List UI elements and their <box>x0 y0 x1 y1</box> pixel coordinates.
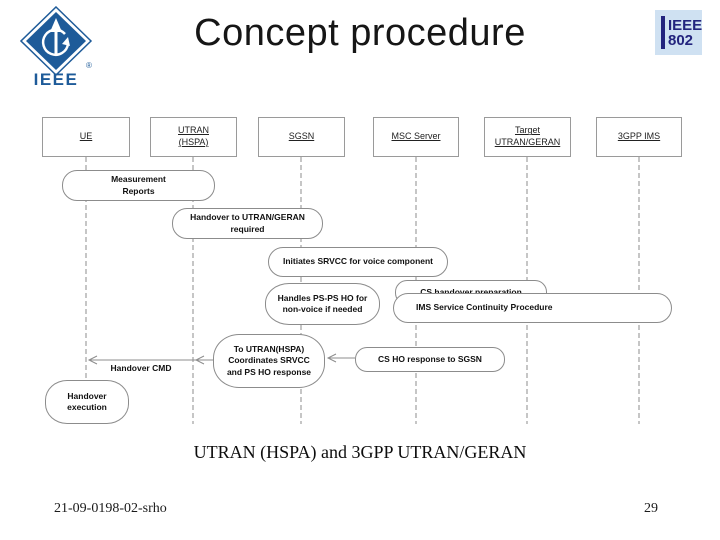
page-number: 29 <box>644 501 658 516</box>
step-handover-execution: Handover execution <box>45 380 129 424</box>
ieee-logo-icon: ® IEEE <box>20 6 93 86</box>
step-handles-ps-ps-ho: Handles PS-PS HO for non-voice if needed <box>265 283 380 325</box>
slide-caption: UTRAN (HSPA) and 3GPP UTRAN/GERAN <box>193 442 527 462</box>
document-number: 21-09-0198-02-srho <box>54 501 167 516</box>
badge-line1: IEEE <box>668 17 703 34</box>
step-cs-ho-response: CS HO response to SGSN <box>355 347 505 372</box>
ieee-802-badge: IEEE 802 <box>655 10 702 55</box>
step-to-utran-coordinates: To UTRAN(HSPA) Coordinates SRVCC and PS … <box>213 334 325 388</box>
ieee-logo-label: IEEE <box>34 70 79 86</box>
actor-utran-hspa: UTRAN (HSPA) <box>150 117 237 157</box>
handover-cmd-label: Handover CMD <box>110 363 172 373</box>
registered-mark: ® <box>86 61 92 70</box>
actor-target-utran: Target UTRAN/GERAN <box>484 117 571 157</box>
actor-sgsn: SGSN <box>258 117 345 157</box>
actor-3gpp-ims: 3GPP IMS <box>596 117 682 157</box>
slide-title: Concept procedure <box>194 12 526 54</box>
badge-bar <box>661 16 665 49</box>
step-initiates-srvcc: Initiates SRVCC for voice component <box>268 247 448 277</box>
step-measurement-reports: Measurement Reports <box>62 170 215 201</box>
step-handover-required: Handover to UTRAN/GERAN required <box>172 208 323 239</box>
actor-msc-server: MSC Server <box>373 117 459 157</box>
step-ims-service-continuity: IMS Service Continuity Procedure <box>393 293 672 323</box>
badge-line2: 802 <box>668 32 694 49</box>
actor-ue: UE <box>42 117 130 157</box>
